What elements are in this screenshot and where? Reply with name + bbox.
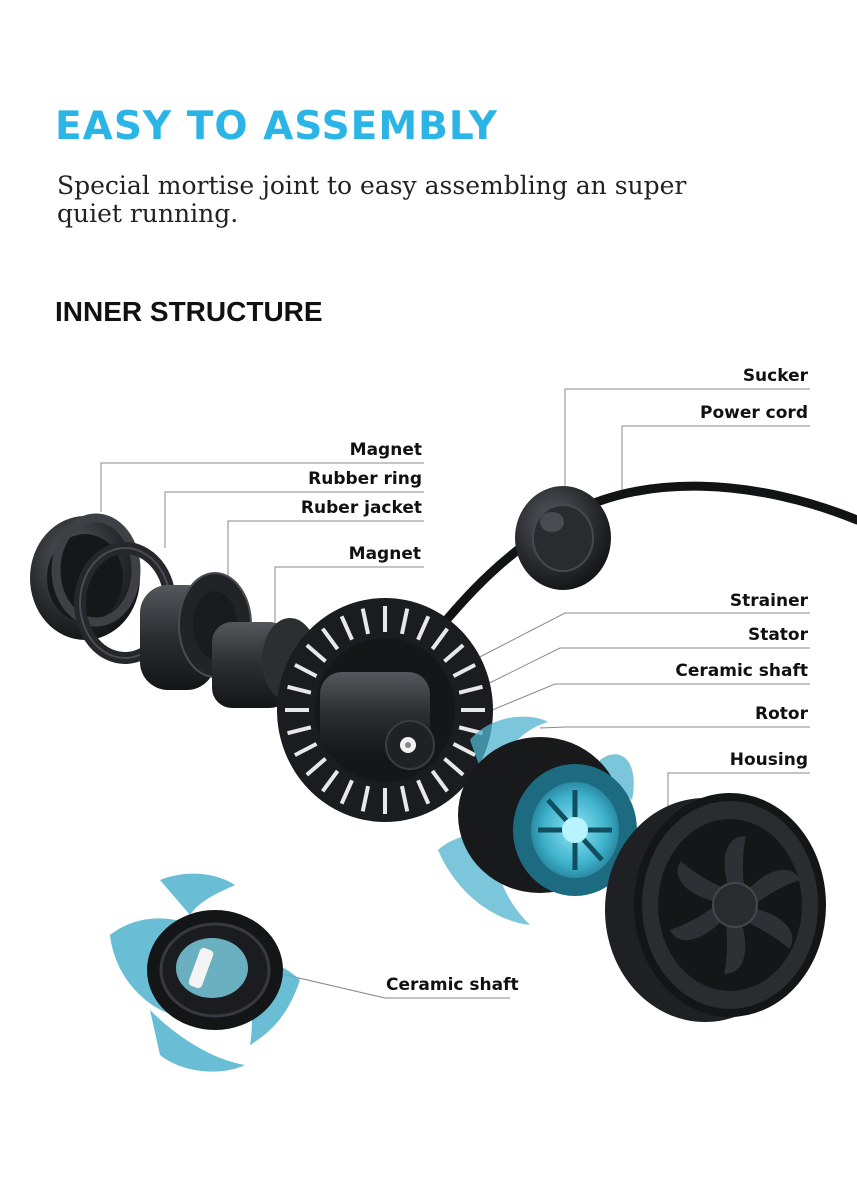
leader-strainer [469,612,810,663]
rotor-part [438,716,637,925]
leader-stator [454,647,810,701]
strainer-slot [339,779,354,805]
leader-sucker [564,388,810,490]
leader-rotor [539,726,810,729]
strainer-slot [360,608,371,635]
strainer-slot [416,779,431,805]
label-stator: Stator [747,625,808,645]
strainer-slot [321,769,340,793]
label-ceramic-shaft: Ceramic shaft [675,661,808,681]
label-magnet-inner: Magnet [348,544,421,564]
strainer-slot [452,742,477,757]
leader-power-cord [621,425,810,498]
label-strainer: Strainer [729,591,808,611]
strainer-slot [287,684,312,695]
section-title: INNER STRUCTURE [55,296,323,327]
power-cord [425,481,857,645]
strainer-slot [399,608,410,635]
label-housing: Housing [729,750,808,770]
leader-rubber-jacket [227,520,424,580]
strainer-slot [430,627,449,651]
leader-housing [667,772,810,810]
strainer-slot [416,615,431,641]
strainer-slot [443,643,465,663]
label-magnet-outer: Magnet [349,440,422,460]
label-rubber-jacket: Ruber jacket [300,498,422,518]
strainer-slot [305,757,327,777]
label-ceramic-shaft-detail: Ceramic shaft [386,975,519,995]
label-rotor: Rotor [755,704,808,724]
sucker-part [515,486,611,590]
headline: EASY TO ASSEMBLY [55,104,498,149]
leader-rubber-ring [164,491,424,548]
strainer-slot [452,663,477,678]
strainer-slot [443,757,465,777]
housing-part [605,793,826,1022]
label-sucker: Sucker [742,366,808,386]
strainer-slot [293,742,318,757]
strainer-slot [430,769,449,793]
label-power-cord: Power cord [700,403,808,423]
subtitle: Special mortise joint to easy assembling… [57,171,687,228]
strainer-slot [287,725,312,736]
strainer-slot [458,684,483,695]
strainer-slot [321,627,340,651]
strainer-slot [293,663,318,678]
strainer-slot [399,785,410,812]
label-rubber-ring: Rubber ring [308,469,422,489]
stator-part [320,672,435,770]
strainer-slot [339,615,354,641]
leader-magnet-inner [274,566,424,622]
leader-magnet-outer [100,462,424,512]
strainer-slot [360,785,371,812]
ceramic-shaft-detail-part [110,873,300,1072]
strainer-slot [305,643,327,663]
